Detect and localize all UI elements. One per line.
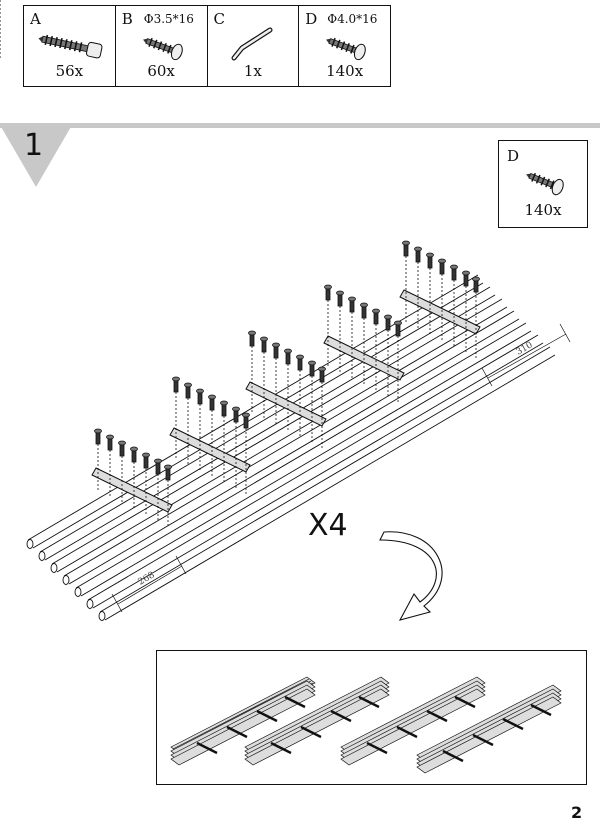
hex-key-icon [231,27,272,61]
part-letter: C [213,10,225,28]
result-preview-box [156,650,587,785]
slat-assembly-diagram [0,0,571,621]
part-letter: D [507,147,520,165]
part-count: 140x [326,62,364,80]
multiplier-label: X4 [308,508,348,543]
slat-ends [26,539,106,621]
slat-panel [170,676,316,766]
screw-short-icon [142,37,183,61]
part-cell-c: C 1x [208,6,300,86]
part-letter: D [305,10,318,28]
part-cell-d: D Φ4.0*16 140x [299,6,390,86]
screw-short-icon [526,172,564,196]
part-spec: Φ4.0*16 [327,12,378,26]
step-divider [0,123,600,128]
part-cell-a: A 56x [24,6,116,86]
part-count: 60x [147,62,175,80]
cross-braces [91,289,481,513]
part-count: 1x [243,62,262,80]
page-number: 2 [571,803,583,822]
screw-rows [0,0,1,60]
slat-panel [416,684,562,774]
screw-row [0,0,1,60]
parts-table: A 56x B Φ3.5*16 60x C [23,5,391,87]
screw-long-icon [38,34,103,59]
slat-panel [340,676,486,766]
part-cell-b: B Φ3.5*16 60x [116,6,208,86]
slats [27,274,556,621]
part-spec: Φ3.5*16 [143,12,194,26]
dimension-lines [111,323,571,613]
part-count: 56x [55,62,84,80]
slat-panel [244,676,390,766]
part-letter: B [121,10,133,28]
part-letter: A [30,10,41,28]
step-number: 1 [24,128,44,163]
step-triangle-icon [0,125,72,187]
part-callout-d: D 140x [498,140,588,228]
screw-short-icon [326,37,367,61]
part-count: 140x [524,201,562,219]
curved-arrow-icon [379,531,443,621]
screws [94,240,480,528]
assembled-slat-panels [170,676,562,774]
